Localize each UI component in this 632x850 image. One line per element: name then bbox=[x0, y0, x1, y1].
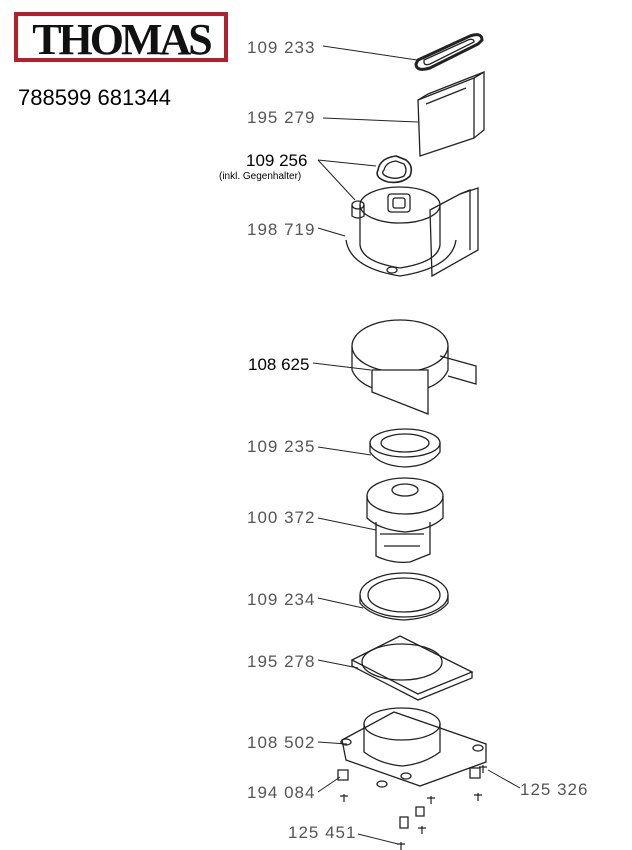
part-band-108625 bbox=[351, 319, 477, 415]
label-100372: 100 372 bbox=[247, 508, 316, 527]
label-195279: 195 279 bbox=[247, 108, 316, 127]
thomas-logo: THOMAS bbox=[14, 12, 228, 64]
logo-text: THOMAS bbox=[32, 15, 213, 64]
label-108502: 108 502 bbox=[247, 733, 316, 752]
part-ring-109235 bbox=[369, 428, 441, 468]
part-screws bbox=[340, 765, 487, 850]
part-seal-109256 bbox=[376, 155, 413, 184]
label-125326: 125 326 bbox=[520, 780, 589, 799]
label-125451: 125 451 bbox=[288, 823, 357, 842]
part-ring-109234 bbox=[359, 572, 449, 621]
part-gasket-195278 bbox=[350, 635, 474, 701]
label-109235: 109 235 bbox=[247, 437, 316, 456]
part-feet-194084 bbox=[337, 767, 481, 829]
part-base-108502 bbox=[340, 707, 487, 788]
part-gasket-109233 bbox=[414, 33, 484, 71]
label-109256: 109 256 bbox=[246, 151, 308, 170]
part-motor-100372 bbox=[366, 477, 444, 564]
label-195278: 195 278 bbox=[247, 652, 316, 671]
label-194084: 194 084 bbox=[247, 783, 316, 802]
note-inkl-gegenhalter: (inkl. Gegenhalter) bbox=[219, 171, 302, 182]
label-198719: 198 719 bbox=[247, 220, 316, 239]
article-codes: 788599 681344 bbox=[18, 85, 171, 110]
label-108625: 108 625 bbox=[248, 355, 310, 374]
part-housing-198719 bbox=[345, 186, 479, 278]
label-109233: 109 233 bbox=[247, 38, 316, 57]
label-109234: 109 234 bbox=[247, 590, 316, 609]
part-sleeve-195279 bbox=[417, 70, 485, 157]
